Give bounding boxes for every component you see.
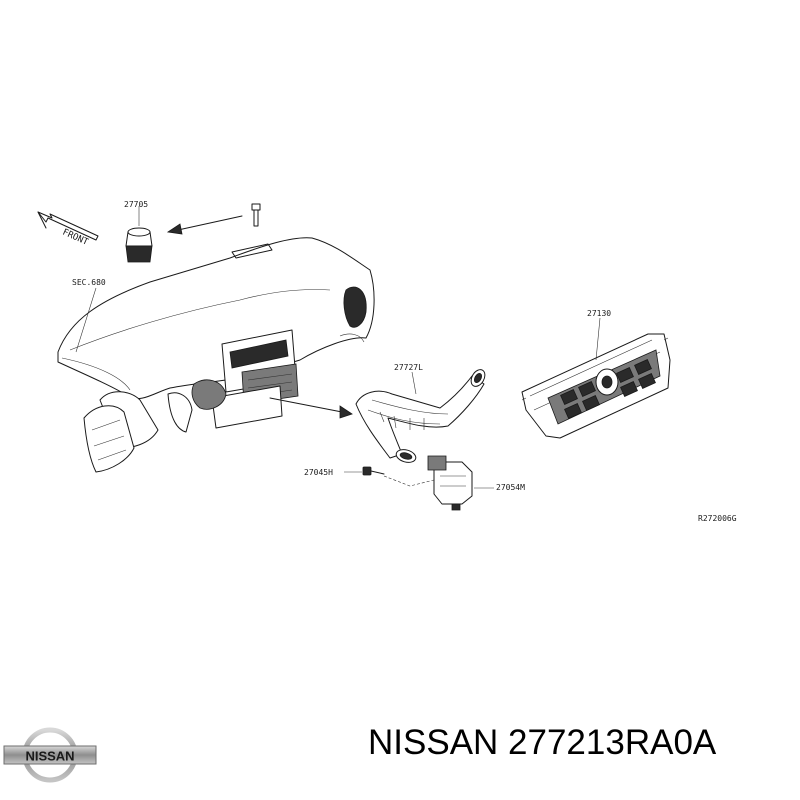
part-number-caption: NISSAN 277213RA0A bbox=[368, 723, 717, 762]
callout-27727l: 27727L bbox=[394, 363, 423, 372]
part-27045h-screw bbox=[362, 466, 385, 476]
callout-sec-680: SEC.680 bbox=[72, 278, 106, 287]
part-27130-control-panel bbox=[521, 333, 671, 439]
drawing-code: R272006G bbox=[698, 514, 737, 523]
callout-27045h: 27045H bbox=[304, 468, 333, 477]
callout-27130: 27130 bbox=[587, 309, 611, 318]
control-buttons bbox=[560, 359, 656, 419]
callout-27705: 27705 bbox=[124, 200, 148, 209]
part-27054m-aspirator bbox=[427, 455, 473, 511]
assembly-arrow bbox=[269, 397, 353, 419]
svg-text:NISSAN: NISSAN bbox=[25, 749, 74, 764]
part-27705-sensor bbox=[125, 206, 153, 263]
front-arrow-icon bbox=[37, 211, 99, 241]
clip-fastener bbox=[251, 203, 261, 227]
nissan-logo: NISSAN bbox=[3, 727, 97, 783]
callout-27054m: 27054M bbox=[496, 483, 525, 492]
part-27727l-duct bbox=[355, 369, 486, 463]
mount-arrow bbox=[166, 215, 243, 235]
dashboard-assembly bbox=[57, 237, 375, 473]
